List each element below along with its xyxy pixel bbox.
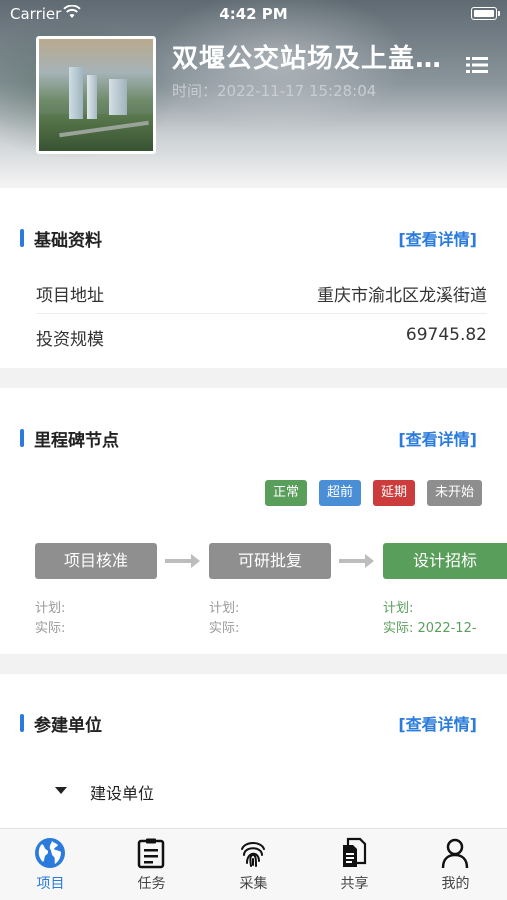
list-menu-icon[interactable] <box>466 56 488 74</box>
time-label: 时间： <box>172 82 218 100</box>
arrow-right-icon <box>339 554 374 568</box>
node-plan-label: 计划: <box>383 601 414 616</box>
time-value: 2022-11-17 15:28:04 <box>217 82 377 100</box>
node-actual-label: 实际: <box>35 621 66 636</box>
project-header: Carrier 4:42 PM 双堰公交站场及上盖物业开发项目 时间：2022-… <box>0 0 507 185</box>
clipboard-icon <box>137 838 165 869</box>
section-marker <box>20 429 24 447</box>
tab-label: 项目 <box>36 876 65 892</box>
tab-task[interactable]: 任务 <box>101 829 202 900</box>
node-actual-label: 实际: <box>209 621 240 636</box>
basic-info-section <box>0 188 507 368</box>
tab-share[interactable]: 共享 <box>304 829 405 900</box>
participants-title: 参建单位 <box>34 716 102 736</box>
project-thumbnail[interactable] <box>36 36 156 154</box>
milestone-section <box>0 388 507 654</box>
caret-down-icon[interactable] <box>55 787 67 794</box>
node-plan-label: 计划: <box>35 601 66 616</box>
project-timestamp: 时间：2022-11-17 15:28:04 <box>172 80 376 101</box>
info-row-address: 项目地址 重庆市渝北区龙溪街道 <box>36 270 487 314</box>
person-icon <box>441 838 469 869</box>
tab-collect[interactable]: 采集 <box>203 829 304 900</box>
info-label: 项目地址 <box>36 286 104 306</box>
legend-not-started-badge: 未开始 <box>427 480 483 506</box>
info-value: 69745.82 <box>405 325 487 345</box>
tab-bar: 项目 任务 采集 共享 <box>0 828 507 900</box>
battery-icon <box>471 7 500 20</box>
project-title: 双堰公交站场及上盖物业开发项目 <box>172 44 447 74</box>
basic-info-header: 基础资料 [查看详情] <box>0 223 507 253</box>
info-label: 投资规模 <box>36 330 104 350</box>
participants-detail-link[interactable]: [查看详情] <box>398 715 477 734</box>
header-background-highlight <box>150 0 410 130</box>
participants-header: 参建单位 [查看详情] <box>0 708 507 738</box>
tree-item-construction-unit[interactable]: 建设单位 <box>90 784 155 803</box>
tab-label: 任务 <box>137 876 166 892</box>
milestone-node-design-tender[interactable]: 设计招标 <box>383 543 507 579</box>
row-divider <box>36 313 487 314</box>
status-bar: Carrier 4:42 PM <box>0 0 507 28</box>
info-value: 重庆市渝北区龙溪街道 <box>317 286 487 306</box>
tab-label: 共享 <box>340 876 369 892</box>
node-actual-label: 实际: <box>383 621 414 636</box>
legend-delayed-badge: 延期 <box>373 480 416 506</box>
milestone-title: 里程碑节点 <box>34 431 119 451</box>
documents-icon <box>343 837 367 867</box>
tab-label: 我的 <box>441 876 470 892</box>
tab-label: 采集 <box>239 876 268 892</box>
legend-normal-badge: 正常 <box>265 480 308 506</box>
basic-info-detail-link[interactable]: [查看详情] <box>398 230 477 249</box>
milestone-detail-link[interactable]: [查看详情] <box>398 430 477 449</box>
clock: 4:42 PM <box>219 5 288 23</box>
node-plan-label: 计划: <box>209 601 240 616</box>
info-row-investment: 投资规模 69745.82 <box>36 314 487 358</box>
globe-icon <box>35 838 65 868</box>
node-actual-value: 2022-12- <box>417 621 477 636</box>
milestone-header: 里程碑节点 [查看详情] <box>0 423 507 453</box>
section-marker <box>20 714 24 732</box>
participants-section <box>0 674 507 828</box>
tab-mine[interactable]: 我的 <box>405 829 506 900</box>
milestone-node-feasibility[interactable]: 可研批复 <box>209 543 331 579</box>
tab-project[interactable]: 项目 <box>0 829 101 900</box>
node-actual: 实际: 2022-12- <box>383 617 507 636</box>
carrier-label: Carrier <box>10 5 62 23</box>
milestone-node-approval[interactable]: 项目核准 <box>35 543 157 579</box>
wifi-icon <box>63 5 81 18</box>
arrow-right-icon <box>165 554 200 568</box>
section-marker <box>20 229 24 247</box>
basic-info-title: 基础资料 <box>34 231 102 251</box>
fingerprint-icon <box>241 842 265 867</box>
legend-ahead-badge: 超前 <box>319 480 362 506</box>
